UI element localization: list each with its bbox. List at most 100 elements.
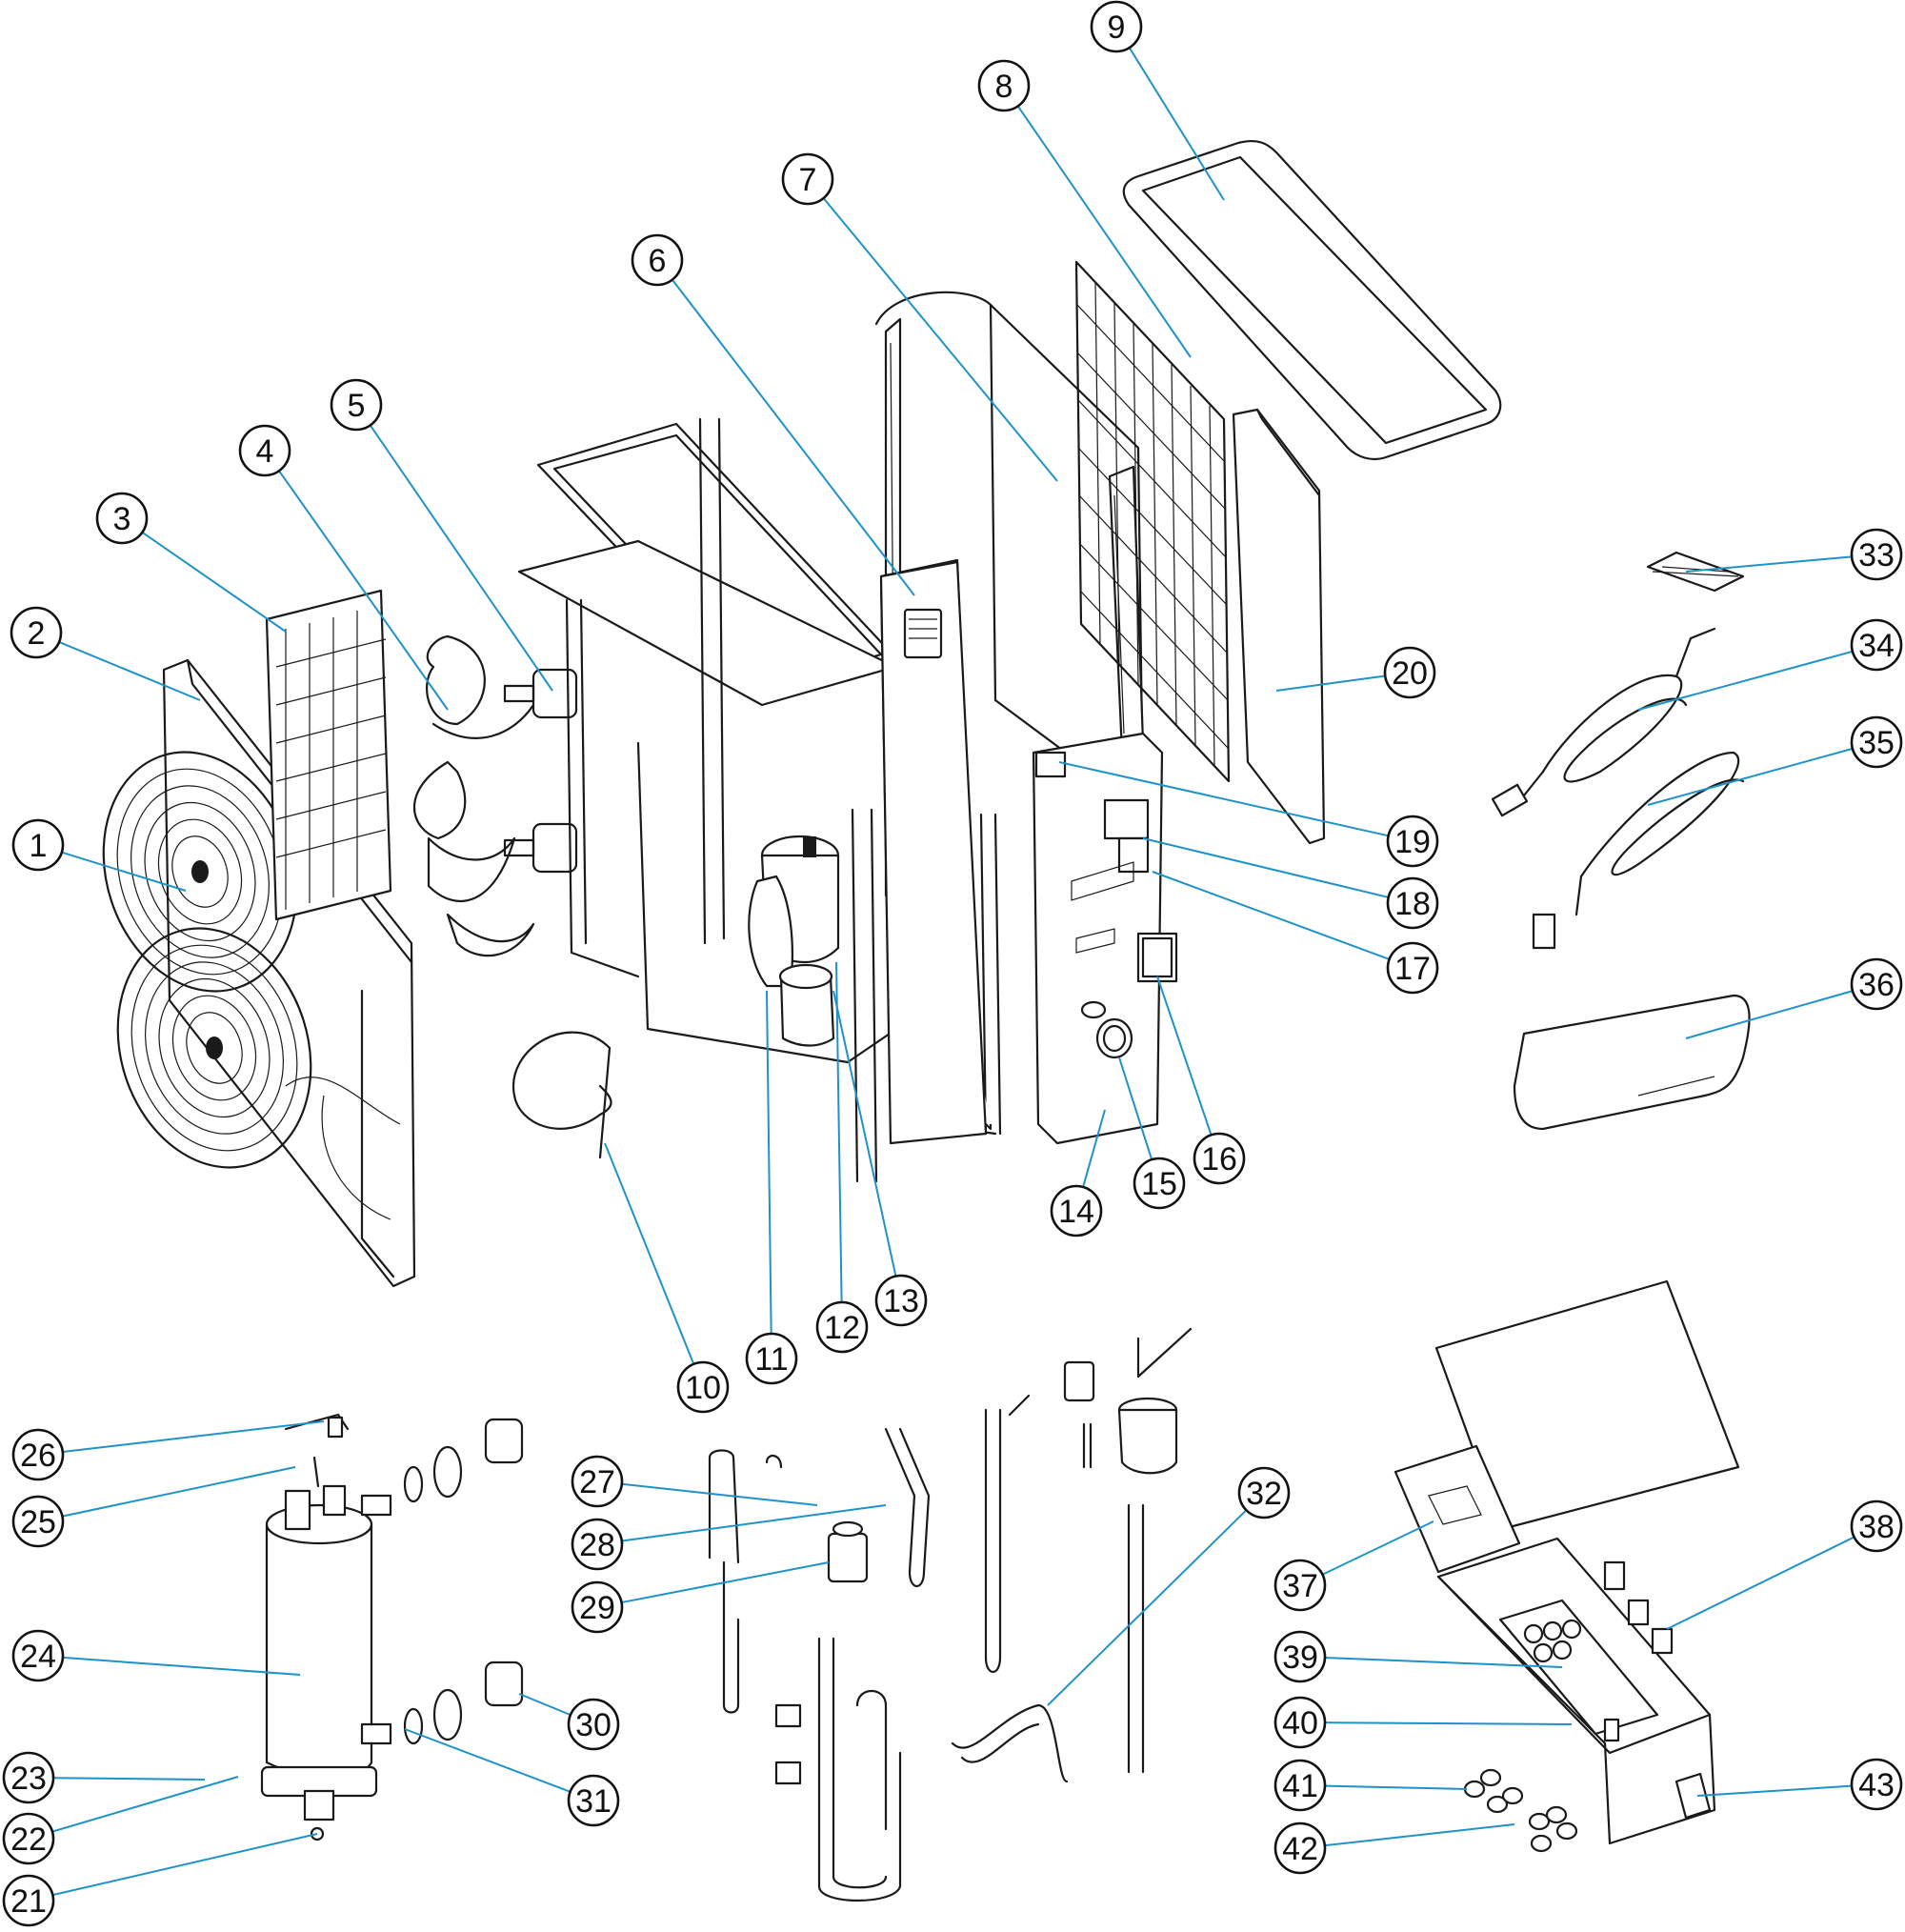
leader-line-25 [62, 1466, 296, 1518]
callout-9: 9 [1090, 0, 1143, 53]
leader-line-6 [672, 279, 915, 596]
callout-circle [571, 1455, 624, 1508]
callout-number: 35 [1858, 725, 1895, 761]
callout-number: 34 [1858, 628, 1895, 664]
callout-15: 15 [1133, 1157, 1186, 1210]
leader-line-21 [52, 1833, 318, 1897]
callout-circle [1850, 715, 1903, 769]
callout-circle [1850, 1758, 1903, 1811]
heat-exchanger [260, 1484, 392, 1841]
capillary-coil [511, 1031, 612, 1159]
callout-40: 40 [1273, 1696, 1327, 1749]
callout-circle [815, 1300, 869, 1354]
callout-number: 15 [1141, 1166, 1177, 1202]
callout-1: 1 [11, 818, 65, 872]
electrical-box [1436, 1537, 1716, 1845]
callout-8: 8 [977, 59, 1031, 112]
callout-number: 26 [20, 1438, 56, 1474]
callout-35: 35 [1850, 715, 1903, 769]
callout-38: 38 [1850, 1499, 1903, 1553]
callout-circle [11, 818, 65, 872]
callout-circle [11, 1428, 65, 1481]
callout-circle [1273, 1759, 1327, 1812]
callout-25: 25 [11, 1495, 65, 1548]
callout-number: 37 [1282, 1568, 1318, 1604]
callout-41: 41 [1273, 1759, 1327, 1812]
callout-circle [1383, 646, 1436, 699]
callout-36: 36 [1850, 957, 1903, 1011]
callout-number: 19 [1394, 824, 1431, 860]
leader-line-23 [52, 1777, 206, 1781]
callout-circle [567, 1698, 620, 1751]
callout-3: 3 [95, 492, 149, 545]
callout-circle [1273, 1630, 1327, 1683]
callout-circle [1273, 1559, 1327, 1612]
leader-line-12 [835, 961, 843, 1303]
callout-number: 8 [995, 69, 1013, 105]
callout-circle [238, 424, 291, 477]
callout-number: 6 [649, 243, 667, 279]
fan-motors [503, 668, 578, 874]
callout-circle [571, 1518, 624, 1571]
callout-39: 39 [1273, 1630, 1327, 1683]
callout-number: 12 [824, 1310, 860, 1346]
callout-circle [1850, 957, 1903, 1011]
callout-circle [567, 1774, 620, 1827]
leader-line-39 [1324, 1657, 1563, 1668]
leader-line-14 [1082, 1109, 1106, 1188]
callout-circle [1090, 0, 1143, 53]
callout-4: 4 [238, 424, 291, 477]
callout-number: 10 [685, 1370, 721, 1406]
compressor [748, 835, 840, 988]
callout-number: 18 [1394, 886, 1431, 922]
callout-2: 2 [10, 606, 63, 659]
callout-16: 16 [1193, 1132, 1246, 1185]
callout-circle [1386, 941, 1439, 995]
callout-12: 12 [815, 1300, 869, 1354]
callout-number: 25 [20, 1504, 56, 1540]
callout-14: 14 [1050, 1184, 1103, 1238]
wiring-harness [1646, 551, 1745, 593]
callout-number: 43 [1858, 1767, 1895, 1803]
leader-line-22 [51, 1776, 239, 1833]
callout-circle [631, 233, 684, 287]
leader-line-18 [1142, 837, 1389, 898]
callout-number: 20 [1392, 655, 1428, 692]
callout-circle [95, 492, 149, 545]
callout-number: 29 [579, 1590, 615, 1626]
callout-5: 5 [330, 378, 383, 432]
leader-line-13 [832, 990, 897, 1277]
callout-circle [1386, 876, 1439, 930]
leader-line-31 [404, 1728, 572, 1793]
callout-28: 28 [571, 1518, 624, 1571]
callout-number: 38 [1858, 1509, 1895, 1545]
sensor-cable-coil [1491, 627, 1716, 817]
callout-circle [2, 1874, 55, 1927]
callout-circle [2, 1812, 55, 1865]
leader-line-1 [61, 851, 187, 892]
leader-line-15 [1118, 1057, 1153, 1160]
callout-31: 31 [567, 1774, 620, 1827]
callout-number: 17 [1394, 951, 1431, 987]
leader-line-28 [621, 1504, 887, 1542]
contactor [903, 608, 943, 659]
callout-7: 7 [781, 152, 834, 206]
callout-number: 3 [113, 501, 131, 537]
callout-circle [1237, 1466, 1291, 1519]
leader-line-16 [1156, 976, 1213, 1136]
callout-24: 24 [11, 1629, 65, 1682]
callout-number: 33 [1858, 537, 1895, 574]
callout-18: 18 [1386, 876, 1439, 930]
callout-32: 32 [1237, 1466, 1291, 1519]
control-panel [1032, 732, 1178, 1145]
top-cover [1122, 139, 1502, 461]
callout-23: 23 [2, 1751, 55, 1804]
leader-line-11 [766, 990, 772, 1335]
right-side-panel [1232, 408, 1326, 845]
callout-number: 4 [256, 433, 274, 470]
callout-circle [781, 152, 834, 206]
leader-line-38 [1666, 1536, 1855, 1630]
leader-line-26 [62, 1420, 325, 1453]
callout-circle [1050, 1184, 1103, 1238]
